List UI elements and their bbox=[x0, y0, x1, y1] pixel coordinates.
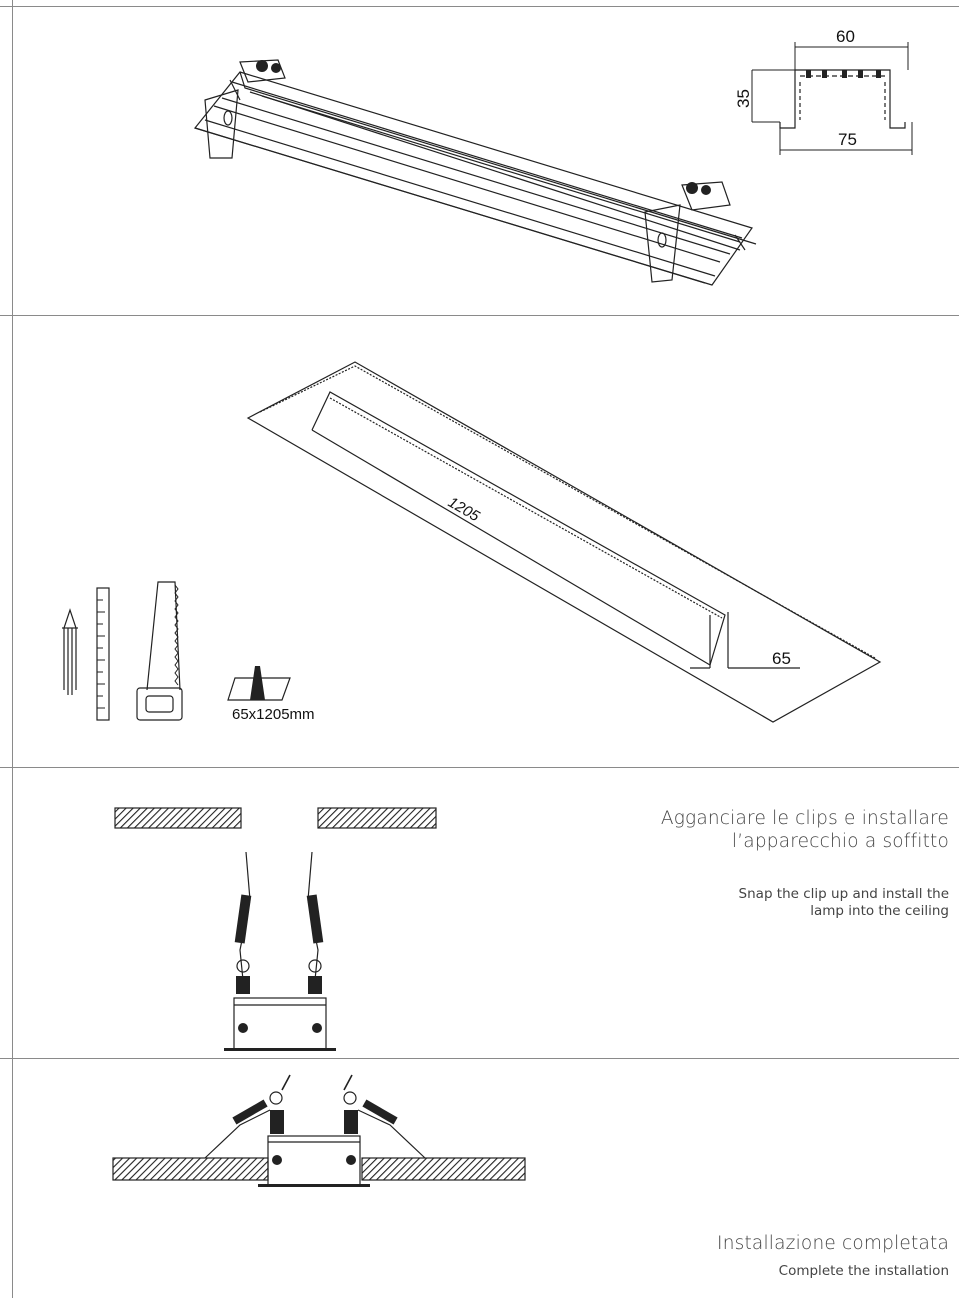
pencil-icon bbox=[62, 608, 78, 695]
instruction-it-clips: Agganciare le clips e installare l’appar… bbox=[661, 807, 949, 853]
dim-height: 35 bbox=[734, 89, 753, 108]
section3-drawing bbox=[114, 807, 437, 1051]
instruction-en-clips-line1: Snap the clip up and install the bbox=[738, 886, 949, 902]
profile-section: 60 35 75 bbox=[734, 27, 913, 155]
instruction-en-clips: Snap the clip up and install the lamp in… bbox=[739, 886, 949, 920]
dim-width-top: 60 bbox=[836, 27, 855, 46]
left-border bbox=[12, 0, 13, 1298]
ruler-icon bbox=[96, 587, 110, 721]
divider-top bbox=[0, 6, 959, 7]
instruction-it-clips-line2: l’apparecchio a soffitto bbox=[731, 831, 949, 852]
dim-width-bottom: 75 bbox=[838, 130, 857, 149]
ceiling-slab-right bbox=[317, 807, 437, 829]
luminaire-perspective bbox=[193, 59, 757, 286]
section1-drawing: 60 35 75 bbox=[193, 27, 913, 286]
luminaire-with-clips bbox=[224, 851, 336, 1051]
saw-icon bbox=[136, 581, 183, 721]
section2-drawing: 65 1205 65x1205mm bbox=[62, 361, 882, 723]
dim-cutout-width: 65 bbox=[772, 649, 791, 668]
luminaire-installed bbox=[204, 1074, 426, 1187]
ceiling-slab-left bbox=[114, 807, 242, 829]
cutout-size-label: 65x1205mm bbox=[232, 706, 315, 723]
instruction-it-clips-line1: Agganciare le clips e installare bbox=[660, 808, 949, 829]
instruction-en-clips-line2: lamp into the ceiling bbox=[810, 903, 949, 919]
ceiling-installed-left bbox=[112, 1157, 269, 1181]
clip-right bbox=[644, 181, 731, 283]
divider-3 bbox=[0, 1058, 959, 1059]
instruction-en-complete: Complete the installation bbox=[778, 1263, 949, 1279]
cutout-icon: 65x1205mm bbox=[227, 666, 315, 723]
ceiling-installed-right bbox=[361, 1157, 526, 1181]
divider-2 bbox=[0, 767, 959, 768]
instruction-it-complete: Installazione completata bbox=[717, 1233, 949, 1254]
clip-left bbox=[204, 59, 286, 159]
divider-1 bbox=[0, 315, 959, 316]
